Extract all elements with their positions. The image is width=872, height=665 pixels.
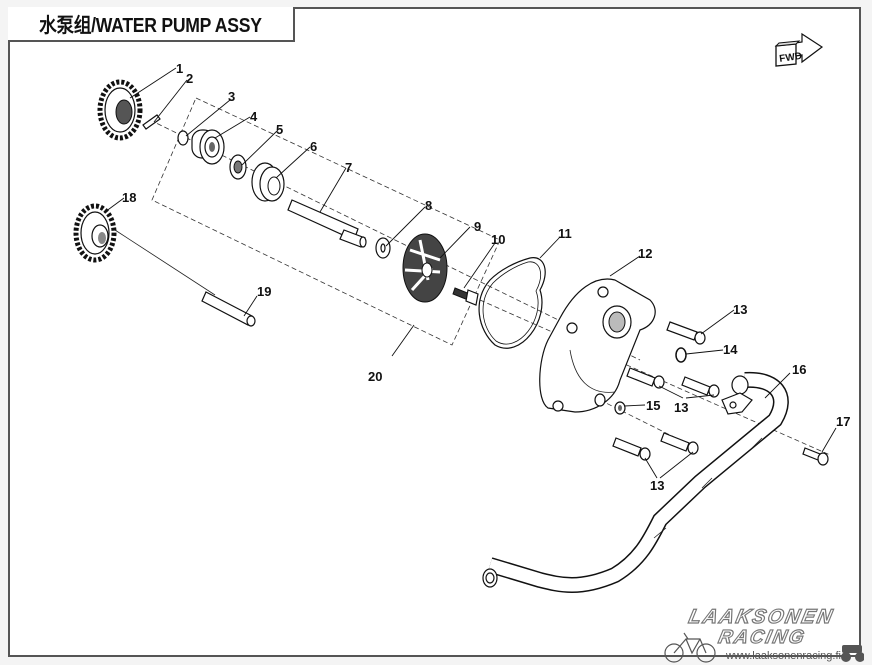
- callout-1: 1: [176, 61, 183, 76]
- callout-18: 18: [122, 190, 136, 205]
- callout-12: 12: [638, 246, 652, 261]
- leader-lines: [104, 67, 837, 479]
- gasket-part-11: [478, 257, 546, 349]
- callout-14: 14: [723, 342, 738, 357]
- page-title: 水泵组/WATER PUMP ASSY: [39, 15, 262, 37]
- pin-part-19: [201, 291, 256, 327]
- callout-11: 11: [558, 226, 572, 241]
- callout-4: 4: [250, 109, 258, 124]
- kit-outline: [151, 97, 501, 346]
- callout-8: 8: [425, 198, 432, 213]
- forward-arrow-icon: FWD: [774, 32, 824, 67]
- bolt-part-13b: [626, 367, 665, 389]
- impeller-part-9: [402, 233, 448, 303]
- atv-icon: [841, 645, 864, 662]
- gear-part-18: [73, 203, 117, 263]
- callout-15: 15: [646, 398, 660, 413]
- pin-axis-line: [114, 229, 216, 296]
- washer-part-15: [614, 401, 626, 415]
- bolt-part-13e: [660, 432, 699, 455]
- bolt-part-10: [452, 287, 479, 306]
- watermark-url: www.laaksonenracing.fi: [725, 650, 841, 662]
- o-ring-part-14: [675, 347, 687, 363]
- callout-13b: 13: [674, 400, 688, 415]
- bolt-part-17: [802, 447, 829, 466]
- bolt-part-13d: [612, 437, 651, 461]
- bolt-part-13a: [666, 321, 706, 345]
- callout-19: 19: [257, 284, 271, 299]
- pump-shaft-part-7: [287, 199, 367, 248]
- callout-16: 16: [792, 362, 806, 377]
- bicycle-icon: [664, 632, 716, 663]
- callout-labels: 1 2 3 4 5 6 7 8 9 10 11 12 13 14 15 13 1…: [122, 61, 850, 493]
- bearing-part-4: [191, 129, 225, 165]
- callout-7: 7: [345, 160, 352, 175]
- bolt-part-13c: [681, 376, 720, 398]
- watermark-line1: LAAKSONEN: [687, 606, 836, 628]
- title-box: 水泵组/WATER PUMP ASSY: [8, 7, 295, 42]
- gear-part-1: [97, 79, 143, 141]
- callout-3: 3: [228, 89, 235, 104]
- pump-cover-part-12: [539, 278, 656, 413]
- callout-9: 9: [474, 219, 481, 234]
- callout-20: 20: [368, 369, 382, 384]
- pin-part-2: [142, 114, 161, 130]
- watermark-line2: RACING: [716, 627, 807, 648]
- mechanical-seal-part-6: [251, 162, 285, 202]
- callout-17: 17: [836, 414, 850, 429]
- diagram-frame: [8, 7, 861, 657]
- callout-5: 5: [276, 122, 283, 137]
- oil-seal-part-5: [229, 154, 247, 180]
- gasket-inner-edge: [482, 261, 541, 345]
- washer-part-8: [375, 237, 391, 259]
- fwd-label: FWD: [779, 51, 803, 65]
- watermark-logo: LAAKSONEN RACING www.laaksonenracing.fi: [664, 606, 864, 663]
- callout-10: 10: [491, 232, 505, 247]
- callout-6: 6: [310, 139, 317, 154]
- water-pipe-part-16: [482, 371, 789, 593]
- callout-13a: 13: [733, 302, 747, 317]
- callout-13c: 13: [650, 478, 664, 493]
- washer-part-3: [177, 130, 189, 146]
- callout-2: 2: [186, 71, 193, 86]
